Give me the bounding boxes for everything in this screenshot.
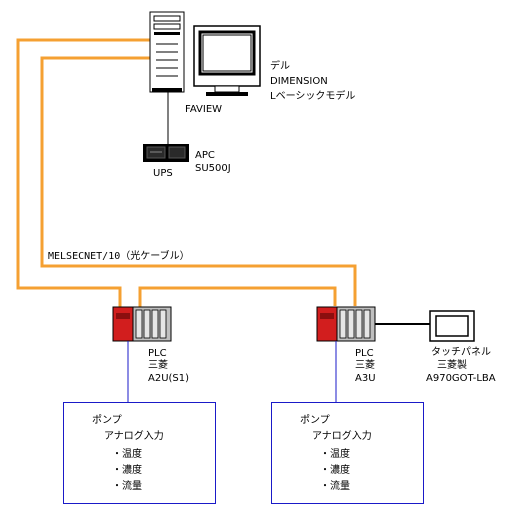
monitor-label-line2: DIMENSION: [270, 76, 328, 87]
monitor-label-line1: デル: [270, 61, 290, 72]
plc2-label-line1: PLC: [355, 348, 374, 359]
ups-model-line2: SU500J: [195, 163, 231, 174]
optical-cable: [16, 38, 357, 308]
box2-title: ポンプ: [300, 415, 330, 426]
box2-item-concentration: ・濃度: [320, 465, 350, 476]
box1-subtitle: アナログ入力: [104, 431, 164, 442]
box1-item-flow: ・流量: [112, 481, 142, 492]
plc1-label-line3: A2U(S1): [148, 373, 190, 384]
touch-panel-label-line1: タッチパネル: [431, 347, 491, 358]
box1-item-concentration: ・濃度: [112, 465, 142, 476]
ups-icon: [143, 144, 189, 162]
box2-item-temperature: ・温度: [320, 449, 350, 460]
pc-label: FAVIEW: [185, 104, 223, 115]
cable-outer: [16, 38, 155, 308]
plc1-label-line1: PLC: [148, 348, 167, 359]
box2-item-flow: ・流量: [320, 481, 350, 492]
plc2-label-line2: 三菱: [355, 360, 375, 371]
box2-subtitle: アナログ入力: [312, 431, 372, 442]
monitor-icon: [193, 25, 261, 96]
pump-analog-input-box-2: ポンプ アナログ入力 ・温度 ・濃度 ・流量: [271, 402, 424, 504]
ups-model-line1: APC: [195, 150, 215, 161]
plc2-label-line3: A3U: [355, 373, 376, 384]
box1-title: ポンプ: [92, 415, 122, 426]
touch-panel-label-line2: 三菱製: [437, 360, 467, 371]
network-label: MELSECNET/10（光ケーブル）: [48, 251, 190, 262]
monitor-label-line3: Lベーシックモデル: [270, 91, 356, 102]
touch-panel-icon: [429, 310, 475, 342]
cable-inner: [40, 56, 357, 306]
touch-panel-label-line3: A970GOT-LBA: [426, 373, 496, 384]
plc1-label-line2: 三菱: [148, 360, 168, 371]
box1-item-temperature: ・温度: [112, 449, 142, 460]
plc2-icon: [316, 306, 376, 342]
cable-link-plc: [138, 286, 337, 308]
pc-tower-icon: [149, 11, 185, 93]
plc1-icon: [112, 306, 172, 342]
ups-label: UPS: [153, 168, 173, 179]
pump-analog-input-box-1: ポンプ アナログ入力 ・温度 ・濃度 ・流量: [63, 402, 216, 504]
